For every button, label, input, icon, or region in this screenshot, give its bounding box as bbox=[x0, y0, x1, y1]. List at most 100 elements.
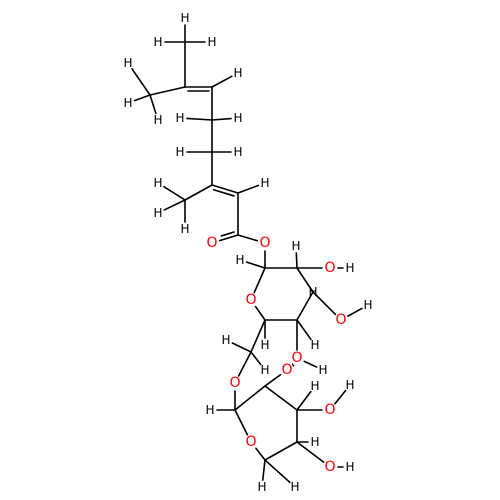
bond-g2c5-g2o_ring bbox=[255, 447, 266, 461]
oxygen-atom-label: O bbox=[229, 375, 240, 391]
atom-label-bg bbox=[323, 460, 337, 474]
bond-h-g1c4 bbox=[296, 319, 312, 341]
atom-label-bg bbox=[334, 313, 348, 327]
bond-c2-c3 bbox=[149, 86, 186, 96]
hydrogen-label: H bbox=[310, 379, 319, 393]
hydrogen-label: H bbox=[207, 35, 216, 49]
oxygen-atom-label: O bbox=[324, 402, 335, 418]
bond-g2c4-g2o4 bbox=[296, 441, 325, 463]
hydrogen-label: H bbox=[308, 285, 317, 299]
bond-g1c3-g1o3 bbox=[312, 291, 337, 316]
oxygen-atom-label: O bbox=[291, 350, 302, 366]
hydrogen-label: H bbox=[345, 460, 354, 474]
hydrogens-layer: HHHHHHHHHHHHHHHHHHHHHHHHHHHHHHHHH bbox=[123, 11, 372, 494]
bond-g2c2-g2c3 bbox=[264, 385, 298, 411]
bond-h-g1c6 bbox=[250, 351, 262, 366]
hydrogen-label: H bbox=[123, 96, 132, 110]
bond-h-c4 bbox=[211, 75, 233, 88]
atom-label-bg bbox=[244, 293, 258, 307]
hydrogen-label: H bbox=[260, 363, 269, 377]
oxygen-atom-label: O bbox=[281, 362, 292, 378]
hydrogen-label: H bbox=[233, 66, 242, 80]
bond-h-g1c6 bbox=[231, 342, 252, 353]
hydrogen-label: H bbox=[205, 403, 214, 417]
bond-h-g1o4 bbox=[303, 360, 318, 368]
oxygen-atom-label: O bbox=[259, 235, 270, 251]
hydrogen-label: H bbox=[235, 253, 244, 267]
atom-label-bg bbox=[244, 435, 258, 449]
bond-h-c8 bbox=[163, 199, 186, 211]
bond-c7-c9 bbox=[211, 184, 239, 194]
bond-c10-o_ester bbox=[237, 234, 259, 242]
oxygen-atom-label: O bbox=[245, 292, 256, 308]
bond-double-c10-o_carbonyl bbox=[220, 231, 235, 237]
bond-h-c3 bbox=[131, 67, 151, 96]
bond-g1o_ring-g1c1 bbox=[253, 267, 266, 294]
hydrogen-label: H bbox=[153, 176, 162, 190]
bond-g1c6-o_link bbox=[237, 351, 252, 377]
bond-h-g2o3 bbox=[334, 389, 347, 405]
hydrogen-label: H bbox=[221, 333, 230, 347]
oxygen-atom-label: O bbox=[245, 434, 256, 450]
hydrogen-label: H bbox=[233, 111, 242, 125]
bond-h-c5 bbox=[211, 117, 232, 121]
bond-g1c5-g1c6 bbox=[250, 319, 266, 353]
hydrogen-label: H bbox=[363, 298, 372, 312]
hydrogen-label: H bbox=[180, 11, 189, 25]
bond-h-c9 bbox=[237, 184, 260, 194]
atom-label-bg bbox=[323, 261, 337, 275]
bond-c7-c8 bbox=[184, 184, 213, 201]
hydrogen-label: H bbox=[310, 338, 319, 352]
hydrogen-label: H bbox=[345, 378, 354, 392]
atom-label-bg bbox=[290, 351, 304, 365]
bond-h-g2c3 bbox=[296, 390, 312, 411]
hydrogen-label: H bbox=[257, 480, 266, 494]
hydrogen-label: H bbox=[345, 261, 354, 275]
hydrogen-label: H bbox=[291, 239, 300, 253]
atom-label-bg bbox=[323, 403, 337, 417]
bond-h-g1o3 bbox=[347, 307, 363, 317]
oxygen-atom-label: O bbox=[324, 459, 335, 475]
hydrogen-label: H bbox=[260, 338, 269, 352]
bonds-layer bbox=[149, 41, 337, 463]
atom-label-bg bbox=[228, 376, 242, 390]
hydrogen-label: H bbox=[180, 222, 189, 236]
bond-g1c5-g1o_ring bbox=[254, 305, 266, 321]
bond-h-c3 bbox=[133, 94, 151, 102]
atom-label-bg bbox=[258, 236, 272, 250]
oxygen-atom-label: O bbox=[206, 235, 217, 251]
hydrogen-label: H bbox=[153, 35, 162, 49]
bond-h-c8 bbox=[163, 185, 186, 201]
bond-g1c2-g1c3 bbox=[296, 267, 314, 293]
bond-g2c1-g2c2 bbox=[234, 385, 266, 411]
hydrogen-label: H bbox=[290, 480, 299, 494]
hydrogen-label: H bbox=[175, 145, 184, 159]
hydrogen-label: H bbox=[318, 363, 327, 377]
bond-h-c5 bbox=[186, 117, 213, 121]
hydrogen-label: H bbox=[233, 145, 242, 159]
hydrogen-label: H bbox=[123, 56, 132, 70]
atom-label-bg bbox=[205, 236, 219, 250]
bond-g2o_ring-g2c1 bbox=[234, 409, 249, 436]
bond-double-c7-c9 bbox=[212, 188, 235, 197]
bond-c10-o_carbonyl bbox=[218, 234, 239, 242]
bond-h-g2c5 bbox=[261, 459, 266, 481]
atom-label-bg bbox=[280, 363, 294, 377]
bond-h-c3 bbox=[149, 94, 157, 115]
bond-g2c2-g2o2 bbox=[264, 373, 282, 387]
hydrogen-label: H bbox=[175, 111, 184, 125]
oxygen-atom-label: O bbox=[335, 312, 346, 328]
bond-h-g2c5 bbox=[264, 459, 291, 484]
oxygen-atom-label: O bbox=[324, 260, 335, 276]
hydrogen-label: H bbox=[153, 113, 162, 127]
bond-h-g1c2 bbox=[295, 252, 298, 269]
hydrogen-label: H bbox=[260, 176, 269, 190]
hydrogen-label: H bbox=[310, 435, 319, 449]
bond-g1c3-g1c4 bbox=[296, 291, 314, 321]
bond-g2c4-g2c5 bbox=[264, 441, 298, 461]
hydrogen-label: H bbox=[153, 206, 162, 220]
bond-h-g1c1 bbox=[245, 261, 266, 269]
